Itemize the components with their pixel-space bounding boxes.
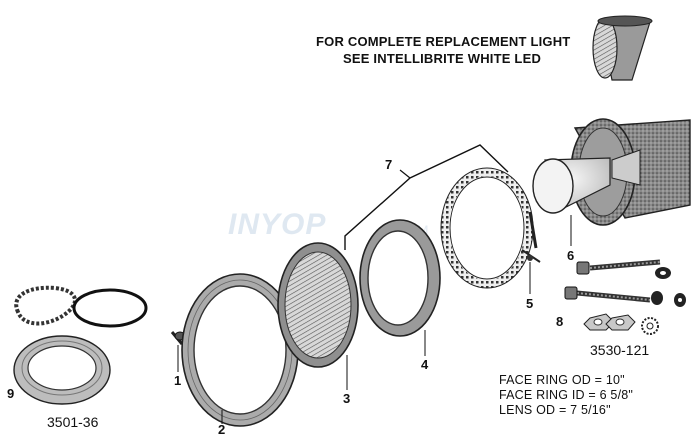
callout-4: 4	[421, 357, 429, 372]
callout-3: 3	[343, 391, 351, 406]
watermark-brand: INYOP	[228, 208, 327, 241]
part-4-ring	[359, 219, 441, 337]
callout-7: 7	[385, 157, 393, 172]
leader-lines	[177, 215, 572, 424]
spec-face-ring-od: FACE RING OD = 10"	[499, 373, 625, 387]
group-7-bracket	[344, 144, 509, 250]
part-9-kit	[13, 285, 148, 405]
replacement-note-line1: FOR COMPLETE REPLACEMENT LIGHT	[316, 34, 571, 49]
part-2-face-ring	[181, 273, 299, 427]
part-number-left: 3501-36	[47, 414, 99, 430]
replacement-note-line2: SEE INTELLIBRITE WHITE LED	[343, 51, 542, 66]
callout-9: 9	[7, 386, 15, 401]
callout-5: 5	[526, 296, 534, 311]
callout-8: 8	[556, 314, 564, 329]
part-5-clamp	[440, 167, 541, 289]
part-3-lens	[277, 242, 359, 368]
spec-lens-od: LENS OD = 7 5/16"	[499, 403, 611, 417]
replacement-light-thumbnail	[592, 15, 653, 81]
callout-6: 6	[567, 248, 575, 263]
part-6-housing	[532, 118, 691, 226]
callout-2: 2	[218, 422, 226, 437]
part-number-right: 3530-121	[590, 342, 650, 358]
callout-1: 1	[174, 373, 182, 388]
part-8-hardware	[564, 259, 686, 335]
spec-face-ring-id: FACE RING ID = 6 5/8"	[499, 388, 634, 402]
